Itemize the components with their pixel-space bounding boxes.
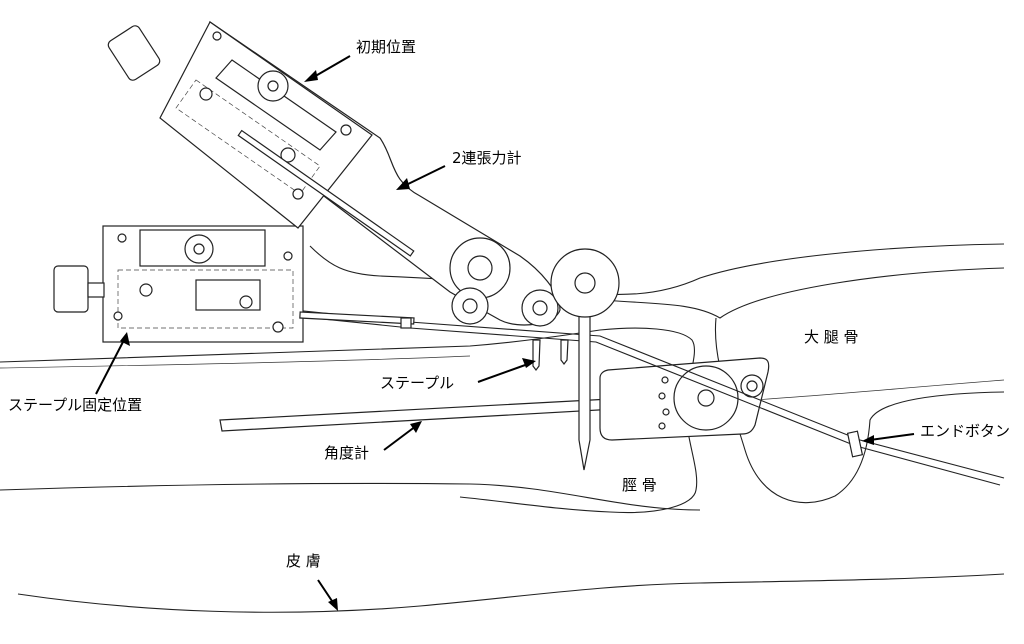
label-initial-position: 初期位置 (356, 38, 416, 56)
lower-device-wheel-center (193, 243, 205, 255)
arrowhead (304, 70, 318, 82)
goniometer-nut-inner (746, 380, 758, 392)
staple-leg (532, 339, 541, 371)
goniometer (219, 357, 770, 441)
arrow-end-button (869, 433, 915, 441)
staple-leg (560, 339, 569, 365)
arrowhead (328, 598, 338, 611)
upper-device-body (159, 21, 373, 229)
upper-device-screw (212, 31, 222, 41)
label-skin: 皮 膚 (286, 552, 321, 570)
goniometer-pin (661, 376, 669, 384)
upper-device-screw (280, 147, 296, 163)
label-end-button: エンドボタン (920, 422, 1010, 440)
upper-device-wheel-center (267, 80, 279, 92)
graft-line-upper (99, 289, 1005, 479)
arrowhead (120, 332, 130, 346)
arrowhead (522, 358, 536, 368)
label-goniometer: 角度計 (324, 444, 369, 462)
goniometer-dial-center (697, 389, 715, 407)
pulley-right-inner (532, 300, 548, 316)
upper-device-screw (340, 124, 352, 136)
upper-device-screw (292, 188, 304, 200)
skin-line (17, 573, 1005, 613)
arrow-skin (317, 579, 335, 605)
anatomy (0, 243, 1005, 613)
label-double-tensiometer: 2連張力計 (452, 149, 522, 167)
upper-device-screw (199, 87, 213, 101)
pulley-small-inner (462, 298, 478, 314)
upper-device-window (215, 59, 337, 151)
arrowhead (862, 435, 874, 445)
pulley-outer-inner (574, 272, 596, 294)
tibia-inner-line (0, 355, 471, 369)
limb-lower-contour (0, 482, 701, 511)
lower-device-screw (113, 311, 123, 321)
arrow-initial-position (311, 55, 351, 79)
lower-device-rod (299, 311, 415, 325)
lower-device-rod-end (400, 317, 412, 329)
end-button-block (846, 430, 864, 458)
lower-device-screw (139, 283, 153, 297)
upper-device (107, 20, 620, 327)
arrow-staple-fixed (95, 339, 125, 395)
upper-device-knob (107, 25, 161, 81)
lower-device-knob-shaft (87, 282, 105, 298)
lower-device-window-2 (195, 279, 261, 311)
lower-device-screw (239, 295, 253, 309)
lower-device-screw (283, 251, 293, 261)
arrow-tensiometer (403, 165, 446, 187)
label-tibia: 脛 骨 (622, 476, 657, 494)
lower-device-screw (117, 233, 127, 243)
lower-device (53, 225, 415, 343)
lower-device-screw (272, 321, 284, 333)
goniometer-pin (658, 422, 666, 430)
arrow-goniometer (383, 425, 417, 451)
labels: 初期位置 2連張力計 ステープル固定位置 ステープル 角度計 大 腿 骨 脛 骨… (8, 38, 1010, 570)
lower-device-knob (53, 265, 89, 313)
lower-device-inner (117, 269, 294, 329)
leader-arrows (95, 55, 915, 611)
label-staple-fixed-position: ステープル固定位置 (8, 396, 142, 414)
arrow-staple (477, 363, 529, 383)
pulley-large-inner (467, 255, 493, 281)
arrowhead (410, 421, 422, 433)
arrowhead (396, 178, 410, 190)
label-staple: ステープル (380, 374, 454, 392)
label-femur: 大 腿 骨 (804, 328, 859, 346)
goniometer-pin (662, 408, 670, 416)
goniometer-pin (658, 392, 666, 400)
tibia-outline (0, 327, 698, 514)
upper-device-rod (237, 129, 415, 257)
